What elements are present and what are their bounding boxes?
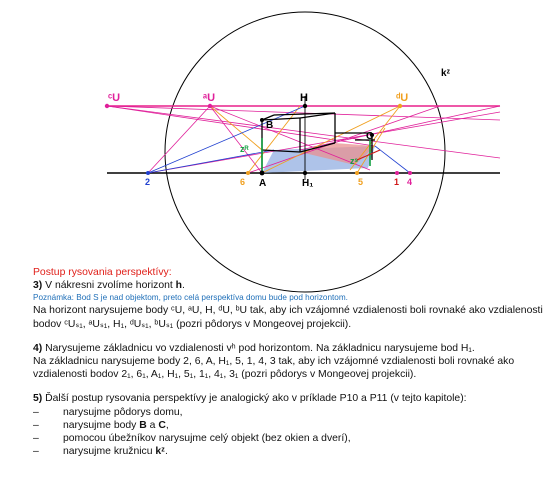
bullet-3: –pomocou úbežníkov narysujme celý objekt…	[33, 433, 351, 445]
label-dU: ᵈU	[396, 92, 408, 104]
perspective-construction-figure: ᶜU ᵃU H ᵈU kᶻ B C zᴿ zˢ A H₁ 2 6 5 1 4	[104, 11, 501, 293]
bullet-1: –narysujme pôdorys domu,	[33, 406, 183, 418]
step-3-note: Poznámka: Bod S je nad objektom, preto c…	[33, 293, 348, 303]
label-zs: zˢ	[350, 156, 359, 166]
label-2: 2	[145, 177, 150, 187]
label-H1: H₁	[302, 178, 313, 189]
points	[104, 103, 412, 176]
bullet-4: –narysujme kružnicu kᶻ.	[33, 446, 168, 458]
label-C: C	[366, 131, 373, 142]
procedure-heading: Postup rysovania perspektívy:	[33, 267, 172, 278]
label-6: 6	[240, 177, 245, 187]
step-4-line-3: vzdialenosti bodov 2₁, 6₁, A₁, H₁, 5₁, 1…	[33, 369, 417, 381]
blue-lines	[147, 105, 411, 174]
label-B: B	[266, 120, 273, 131]
label-H: H	[300, 92, 308, 104]
label-1: 1	[394, 177, 399, 187]
label-5: 5	[358, 177, 363, 187]
step-3-line-3: bodov ᶜUₛ₁, ᵃUₛ₁, H₁, ᵈUₛ₁, ᵇUₛ₁ (pozri …	[33, 318, 352, 330]
label-kz: kᶻ	[441, 68, 451, 79]
step-4-line-1: 4) Narysujeme základnicu vo vzdialenosti…	[33, 342, 475, 354]
circle-kz	[164, 11, 446, 293]
label-zR: zᴿ	[240, 144, 250, 154]
label-aU: ᵃU	[203, 92, 215, 104]
step-4-line-2: Na základnicu narysujeme body 2, 6, A, H…	[33, 356, 515, 368]
bullet-2: –narysujme body B a C,	[33, 419, 169, 431]
step-3-line-2: Na horizont narysujeme body ᶜU, ᵃU, H, ᵈ…	[33, 305, 543, 317]
label-A: A	[259, 178, 266, 189]
procedure-text: Postup rysovania perspektívy: 3) V nákre…	[33, 266, 543, 458]
label-4: 4	[407, 177, 412, 187]
red-mark	[356, 149, 381, 161]
step-3-line-1: 3) V nákresni zvolíme horizont h.	[33, 280, 185, 292]
step-5-line-1: 5) Ďalší postup rysovania perspektívy je…	[33, 393, 467, 405]
label-cU: ᶜU	[108, 92, 120, 104]
